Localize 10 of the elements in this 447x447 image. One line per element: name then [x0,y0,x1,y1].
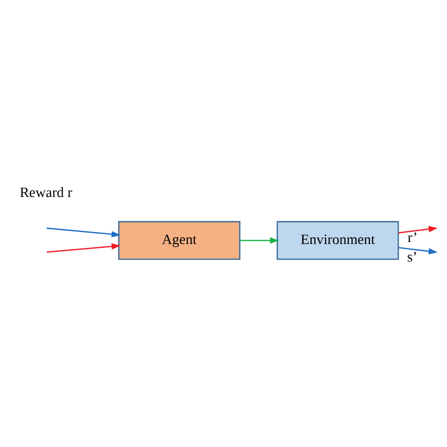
label: Reward r [20,184,72,201]
arrow [240,237,280,244]
arrow [46,228,121,238]
arrow [398,226,438,234]
node-box: Environment [276,221,399,260]
arrow [46,243,121,253]
edge-label: s’ [407,249,418,266]
edge-label: r’ [408,230,418,246]
node-box: Agent [118,221,240,260]
arrow [398,247,438,254]
